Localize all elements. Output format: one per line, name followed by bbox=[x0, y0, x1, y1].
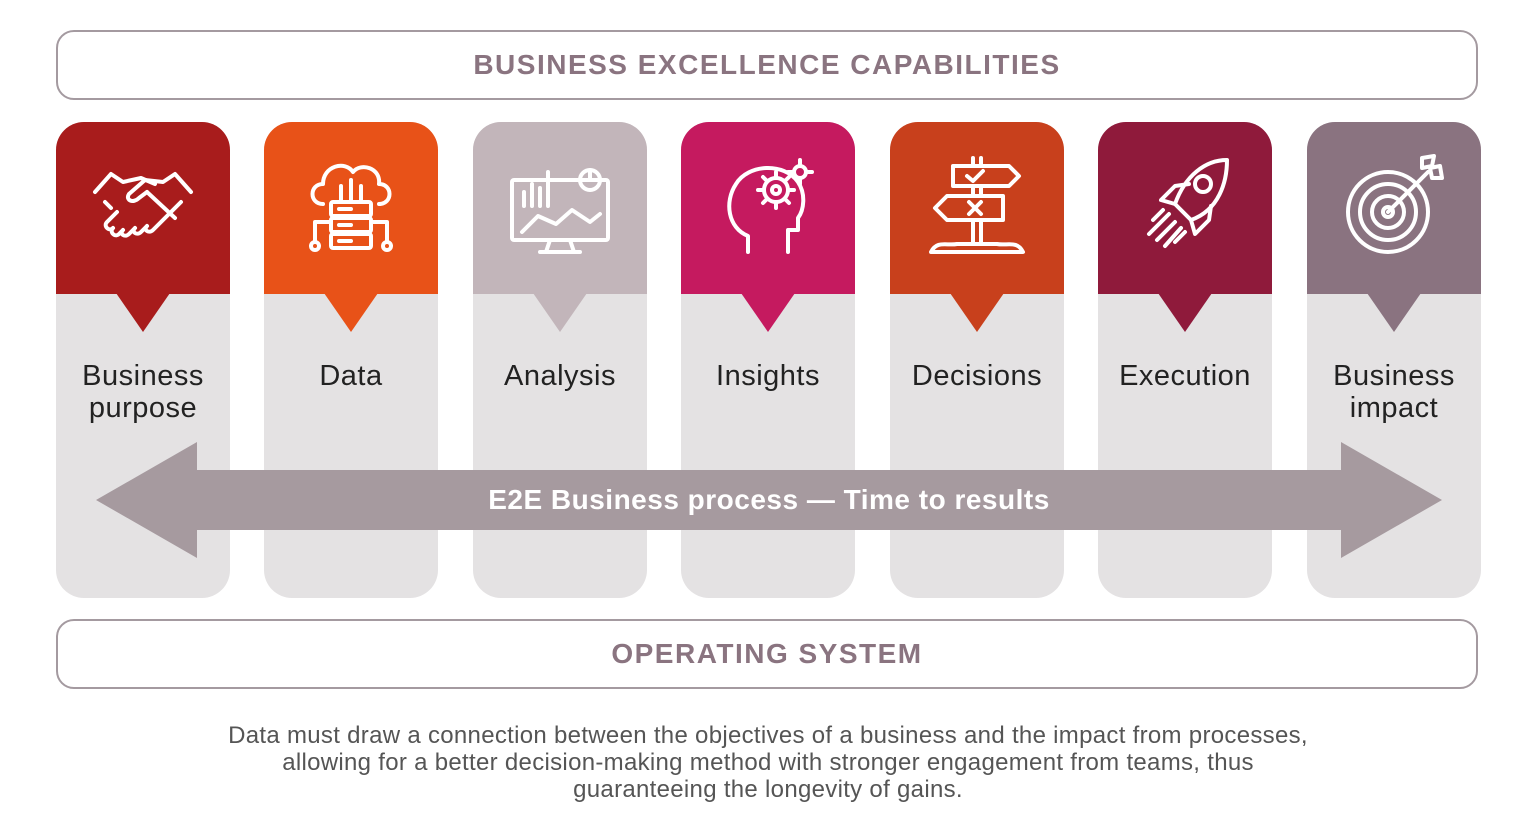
signpost-icon bbox=[927, 152, 1027, 262]
cloud-database-icon bbox=[301, 152, 401, 262]
card-pointer bbox=[1367, 293, 1421, 332]
card-header bbox=[56, 122, 230, 294]
card-label: Execution bbox=[1119, 360, 1251, 392]
card-header bbox=[890, 122, 1064, 294]
top-banner-title: BUSINESS EXCELLENCE CAPABILITIES bbox=[473, 49, 1061, 80]
card-header bbox=[1307, 122, 1481, 294]
card-pointer bbox=[324, 293, 378, 332]
card-label: Analysis bbox=[504, 360, 616, 392]
rocket-icon bbox=[1135, 152, 1235, 262]
card-pointer bbox=[1158, 293, 1212, 332]
bottom-banner-title: OPERATING SYSTEM bbox=[611, 638, 923, 669]
card-pointer bbox=[741, 293, 795, 332]
card-header bbox=[1098, 122, 1272, 294]
top-banner: BUSINESS EXCELLENCE CAPABILITIES bbox=[56, 30, 1478, 100]
card-header bbox=[681, 122, 855, 294]
card-pointer bbox=[950, 293, 1004, 332]
arrow-shape bbox=[96, 442, 1442, 558]
card-label: Insights bbox=[716, 360, 820, 392]
card-header bbox=[473, 122, 647, 294]
card-pointer bbox=[533, 293, 587, 332]
card-label: Business impact bbox=[1333, 360, 1455, 424]
card-pointer bbox=[116, 293, 170, 332]
arrow-label: E2E Business process — Time to results bbox=[96, 470, 1442, 530]
card-label: Decisions bbox=[911, 360, 1043, 392]
double-headed-arrow bbox=[96, 442, 1442, 558]
arrow-label-text: E2E Business process — Time to results bbox=[488, 484, 1050, 515]
card-header bbox=[264, 122, 438, 294]
target-icon bbox=[1344, 152, 1444, 262]
caption: Data must draw a connection between the … bbox=[228, 722, 1308, 803]
handshake-icon bbox=[93, 152, 193, 262]
bottom-banner: OPERATING SYSTEM bbox=[56, 619, 1478, 689]
analytics-monitor-icon bbox=[510, 152, 610, 262]
head-gears-icon bbox=[718, 152, 818, 262]
card-label: Data bbox=[319, 360, 383, 392]
card-label: Business purpose bbox=[82, 360, 204, 424]
